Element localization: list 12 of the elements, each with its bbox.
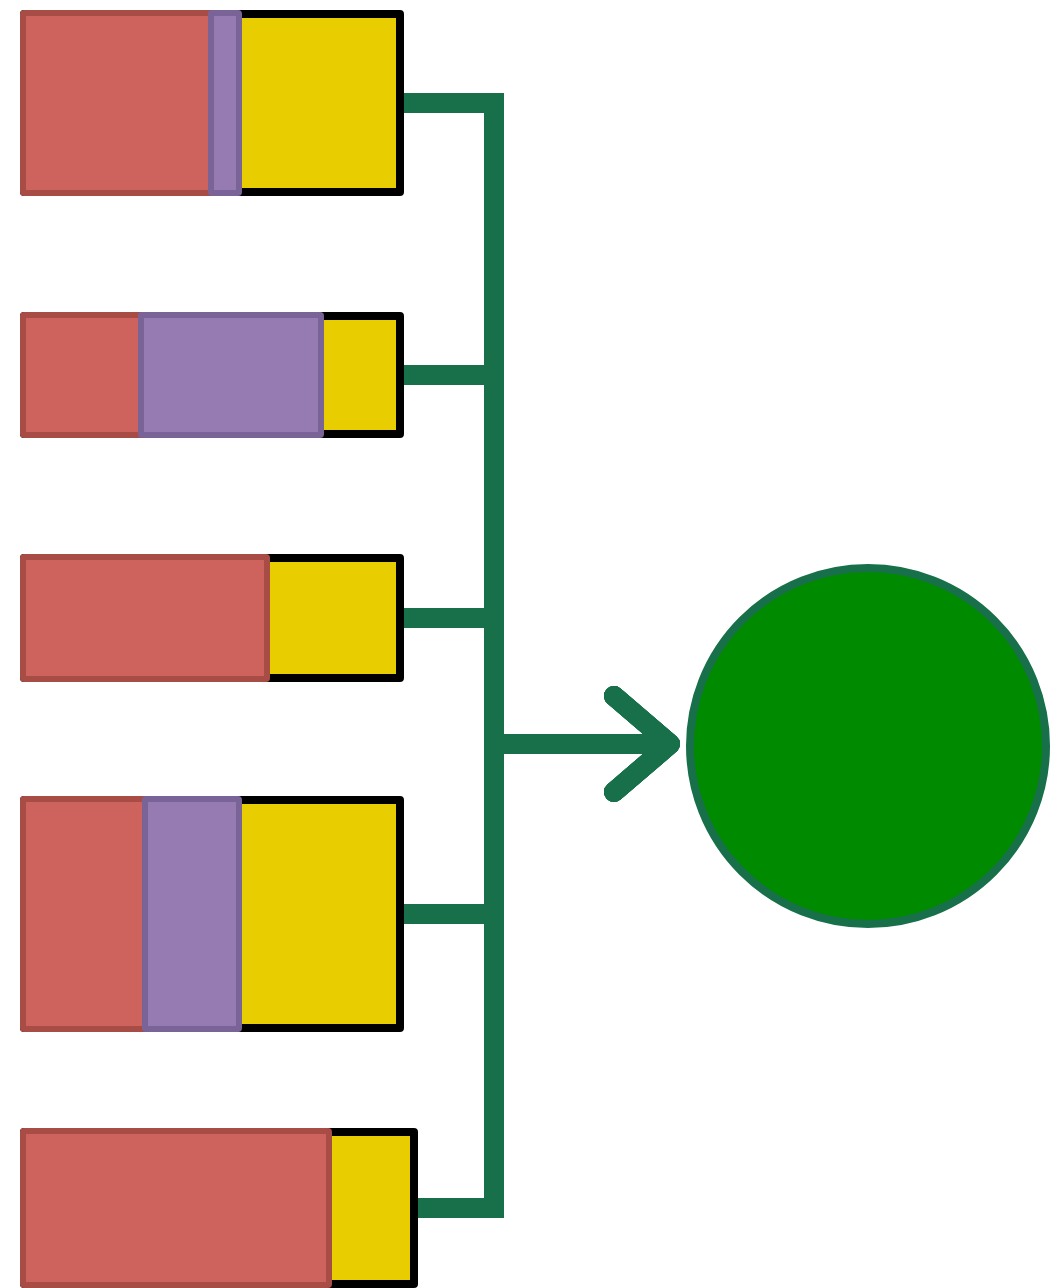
bar-segment: [208, 10, 242, 196]
bar-segment: [20, 796, 404, 1032]
bar-segment: [20, 312, 404, 438]
bar-segment: [142, 796, 242, 1032]
bar-segment: [20, 1128, 418, 1288]
bar-segment: [20, 10, 404, 196]
bar-segment: [20, 554, 404, 682]
bar-segment: [138, 312, 324, 438]
bar-segment: [20, 10, 214, 196]
bar-segment: [20, 312, 144, 438]
bar-segment: [20, 1128, 332, 1288]
bar-segment: [20, 554, 270, 682]
